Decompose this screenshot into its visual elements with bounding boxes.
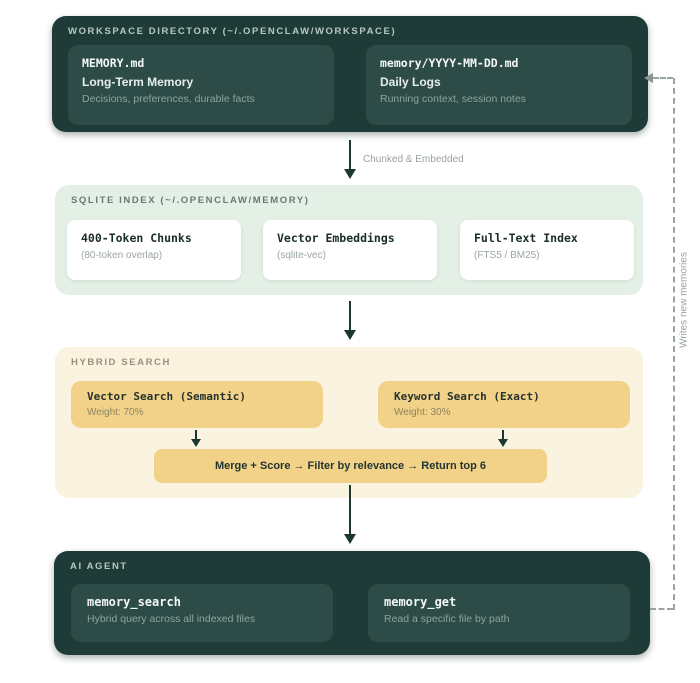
arrow-keyword-to-merge [502, 430, 504, 440]
arrow-left-icon [644, 73, 653, 83]
daily-log-desc: Running context, session notes [380, 93, 526, 105]
memory-md-title: MEMORY.md [82, 56, 145, 70]
feedback-line-bottom [650, 608, 673, 610]
vector-embeddings-card: Vector Embeddings (sqlite-vec) [263, 220, 437, 280]
vector-search-card: Vector Search (Semantic) Weight: 70% [71, 381, 323, 428]
memory-md-desc: Decisions, preferences, durable facts [82, 93, 255, 105]
memory-search-desc: Hybrid query across all indexed files [87, 613, 256, 625]
memory-get-title: memory_get [384, 595, 457, 609]
vector-search-weight: Weight: 70% [87, 407, 144, 418]
arrow-down-icon [191, 439, 201, 447]
fulltext-index-card: Full-Text Index (FTS5 / BM25) [460, 220, 634, 280]
arrow-down-icon [344, 330, 356, 340]
arrow-down-icon [344, 169, 356, 179]
arrow-workspace-to-index [349, 140, 351, 171]
arrow-search-to-agent [349, 485, 351, 536]
sqlite-index-section: SQLITE INDEX (~/.OPENCLAW/MEMORY) 400-To… [55, 185, 643, 295]
feedback-line-top [653, 77, 673, 79]
daily-log-card: memory/YYYY-MM-DD.md Daily Logs Running … [366, 45, 632, 125]
chunked-embedded-label: Chunked & Embedded [363, 154, 464, 165]
token-chunks-title: 400-Token Chunks [81, 231, 192, 245]
memory-get-desc: Read a specific file by path [384, 613, 510, 625]
keyword-search-title: Keyword Search (Exact) [394, 390, 540, 403]
ai-agent-section: AI AGENT memory_search Hybrid query acro… [54, 551, 650, 655]
vector-embeddings-subtitle: (sqlite-vec) [277, 250, 326, 261]
memory-search-title: memory_search [87, 595, 181, 609]
keyword-search-weight: Weight: 30% [394, 407, 451, 418]
writes-new-memories-label: Writes new memories [678, 252, 690, 348]
memory-search-card: memory_search Hybrid query across all in… [71, 584, 333, 642]
arrow-down-icon [344, 534, 356, 544]
keyword-search-card: Keyword Search (Exact) Weight: 30% [378, 381, 630, 428]
arrow-down-icon [498, 439, 508, 447]
token-chunks-subtitle: (80-token overlap) [81, 250, 163, 261]
merge-score-label: Merge + Score → Filter by relevance → Re… [214, 460, 487, 472]
feedback-line-vertical [673, 78, 675, 610]
fulltext-index-title: Full-Text Index [474, 231, 578, 245]
workspace-directory-header: WORKSPACE DIRECTORY (~/.OPENCLAW/WORKSPA… [68, 26, 397, 37]
daily-log-title: memory/YYYY-MM-DD.md [380, 56, 519, 70]
memory-md-card: MEMORY.md Long-Term Memory Decisions, pr… [68, 45, 334, 125]
arrow-vector-to-merge [195, 430, 197, 440]
memory-get-card: memory_get Read a specific file by path [368, 584, 630, 642]
arrow-index-to-search [349, 301, 351, 332]
daily-log-subtitle: Daily Logs [380, 75, 441, 89]
token-chunks-card: 400-Token Chunks (80-token overlap) [67, 220, 241, 280]
vector-embeddings-title: Vector Embeddings [277, 231, 395, 245]
ai-agent-header: AI AGENT [70, 561, 128, 572]
hybrid-search-header: HYBRID SEARCH [71, 357, 171, 368]
vector-search-title: Vector Search (Semantic) [87, 390, 246, 403]
sqlite-index-header: SQLITE INDEX (~/.OPENCLAW/MEMORY) [71, 195, 310, 206]
workspace-directory-section: WORKSPACE DIRECTORY (~/.OPENCLAW/WORKSPA… [52, 16, 648, 132]
fulltext-index-subtitle: (FTS5 / BM25) [474, 250, 540, 261]
merge-score-bar: Merge + Score → Filter by relevance → Re… [154, 449, 547, 483]
memory-md-subtitle: Long-Term Memory [82, 75, 194, 89]
